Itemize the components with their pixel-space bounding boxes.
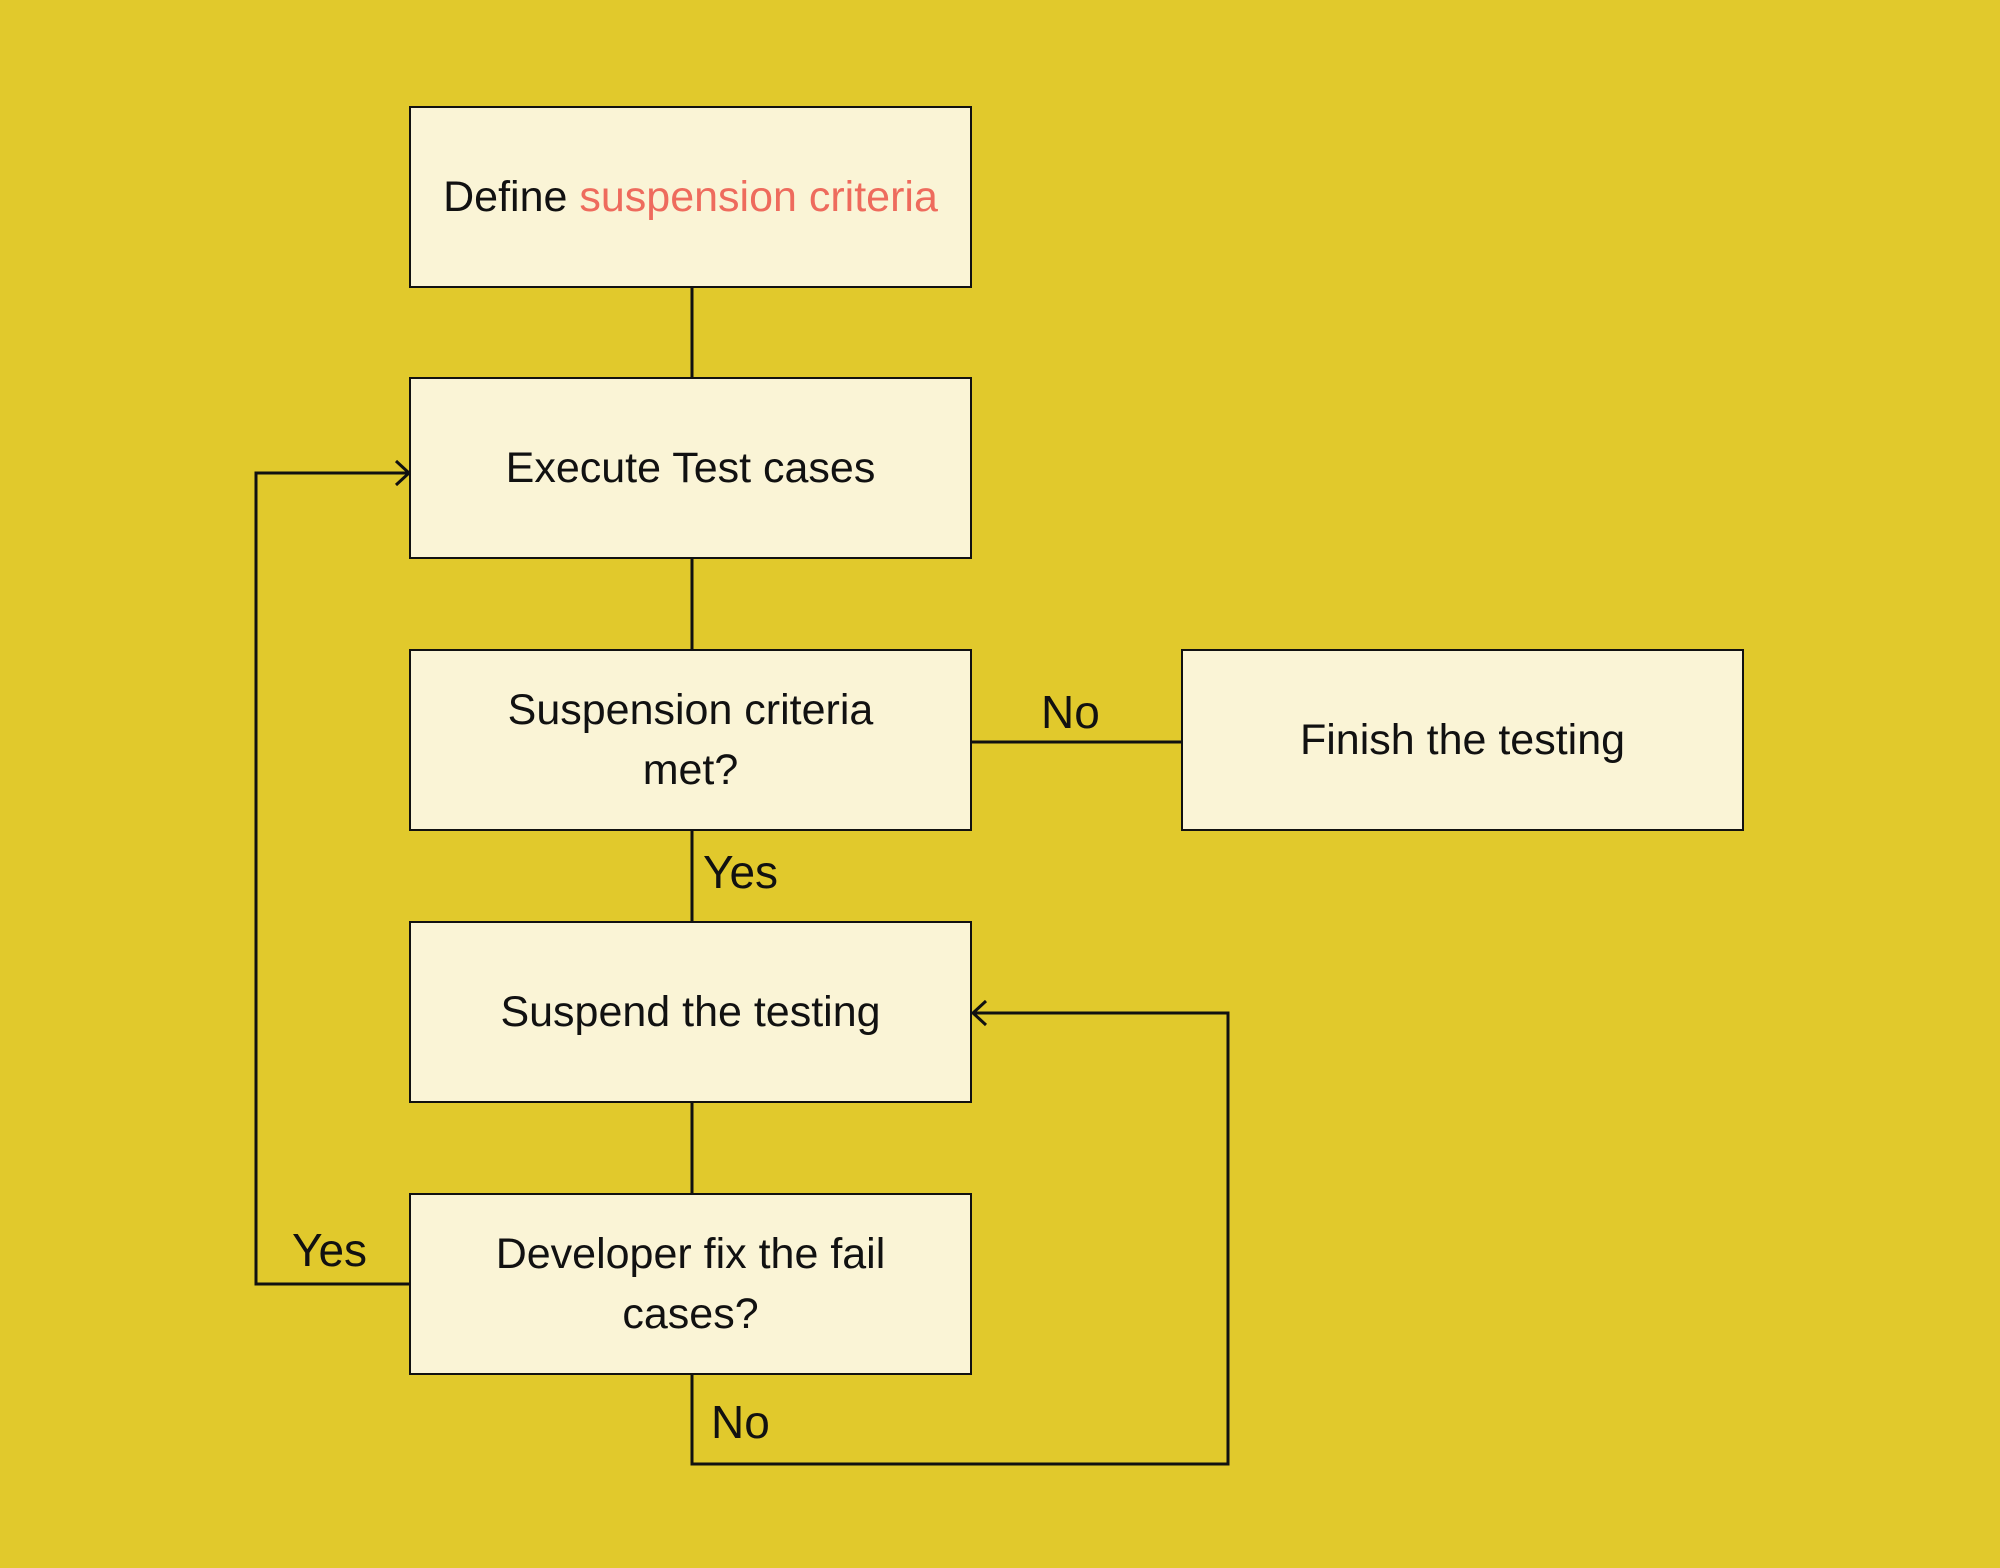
edge-label-fix-yes: Yes [292,1224,368,1276]
execute-box-label: Execute Test cases [505,444,876,492]
suspend-box-label: Suspend the testing [500,988,881,1036]
finish-box-label: Finish the testing [1299,716,1626,764]
connector-fix-no-loop [690,1011,1230,1466]
execute-test-cases-box: Execute Test cases [409,377,972,559]
define-box-label-prefix: Define [443,173,580,221]
developer-fix-decision-box: Developer fix the fail cases? [409,1193,972,1375]
edge-label-fix-no: No [711,1396,770,1448]
define-box-label: Define suspension criteria [443,167,938,227]
developer-box-label: Developer fix the fail cases? [495,1230,898,1338]
define-suspension-criteria-box: Define suspension criteria [409,106,972,288]
arrowhead-into-suspend [970,999,988,1027]
criteria-box-label: Suspension criteria met? [507,686,886,794]
suspend-the-testing-box: Suspend the testing [409,921,972,1103]
define-box-label-highlight: suspension criteria [579,173,938,221]
edge-label-criteria-no: No [1041,686,1100,738]
suspension-criteria-met-decision-box: Suspension criteria met? [409,649,972,831]
connector-fix-yes-loop [254,471,415,1286]
finish-the-testing-box: Finish the testing [1181,649,1744,831]
edge-label-criteria-yes: Yes [703,846,779,898]
